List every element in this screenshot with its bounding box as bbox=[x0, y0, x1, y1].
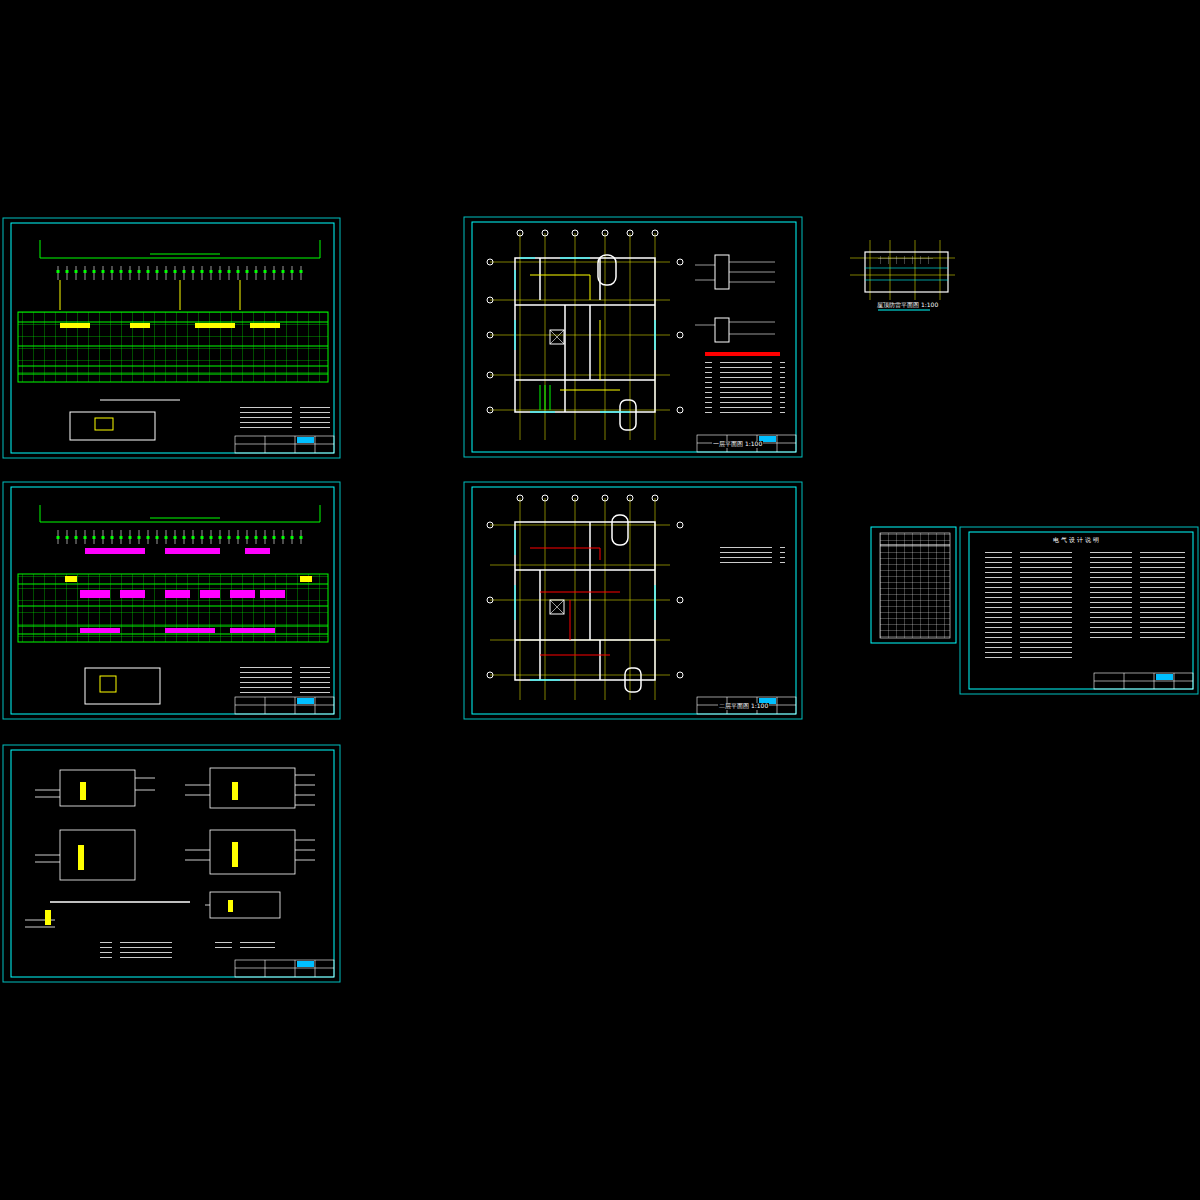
sheet-caption: 二层平面图 1:100 bbox=[718, 703, 769, 710]
sheet-caption: 电 气 设 计 说 明 bbox=[1052, 537, 1100, 544]
sheet-caption: 屋顶防雷平面图 1:100 bbox=[876, 302, 939, 309]
sheet-caption: 一层平面图 1:100 bbox=[712, 441, 763, 448]
